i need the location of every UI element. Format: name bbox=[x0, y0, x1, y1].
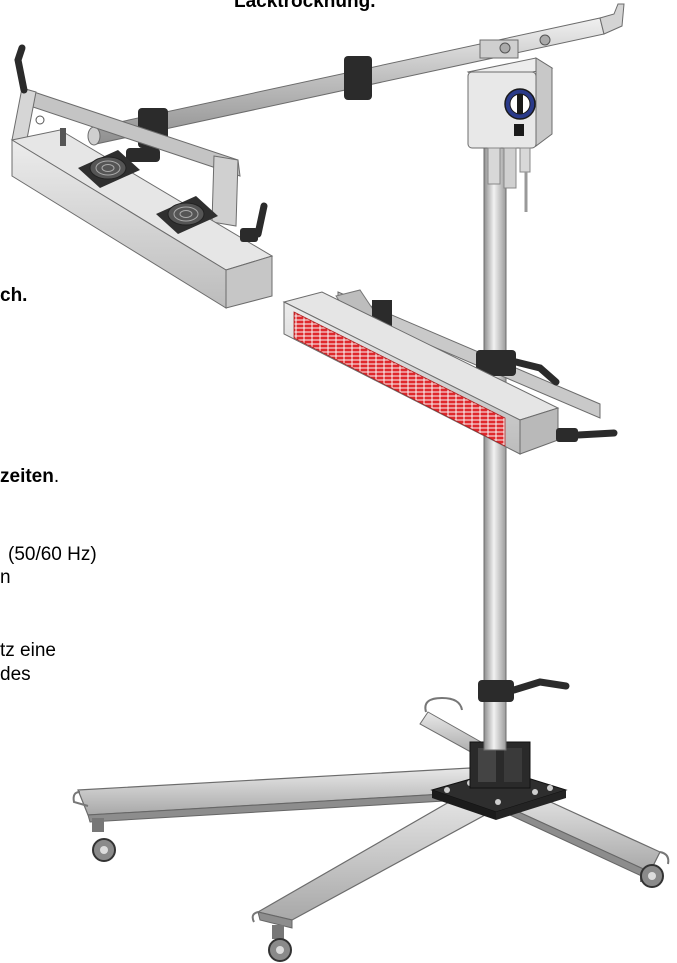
caster-wheel-icon bbox=[72, 791, 116, 862]
heading-fragment: Lacktrocknung. bbox=[234, 0, 376, 12]
caster-wheel-icon bbox=[640, 851, 670, 888]
caster-wheel-icon bbox=[251, 911, 292, 962]
text-fragment-hz: (50/60 Hz) bbox=[8, 544, 97, 565]
fan-grille-icon bbox=[156, 196, 218, 234]
lower-pole-clamp bbox=[478, 678, 570, 702]
text-fragment-des: des bbox=[0, 664, 31, 685]
text-fragment-zeiten: zeiten. bbox=[0, 466, 59, 488]
text-fragment-n: n bbox=[0, 567, 11, 588]
fan-grille-icon bbox=[78, 150, 140, 188]
control-box bbox=[466, 57, 554, 212]
text-fragment-zeiten-bold: zeiten bbox=[0, 466, 54, 487]
text-fragment-zeiten-period: . bbox=[53, 466, 60, 487]
text-fragment-tz-eine: tz eine bbox=[0, 640, 56, 661]
horizontal-arm bbox=[87, 3, 625, 162]
text-fragment-ch: ch. bbox=[0, 285, 28, 306]
fan-lamp-head bbox=[10, 44, 274, 309]
infrared-lamp-head bbox=[282, 289, 618, 455]
control-dial-icon bbox=[504, 88, 536, 120]
base-frame bbox=[77, 696, 661, 929]
